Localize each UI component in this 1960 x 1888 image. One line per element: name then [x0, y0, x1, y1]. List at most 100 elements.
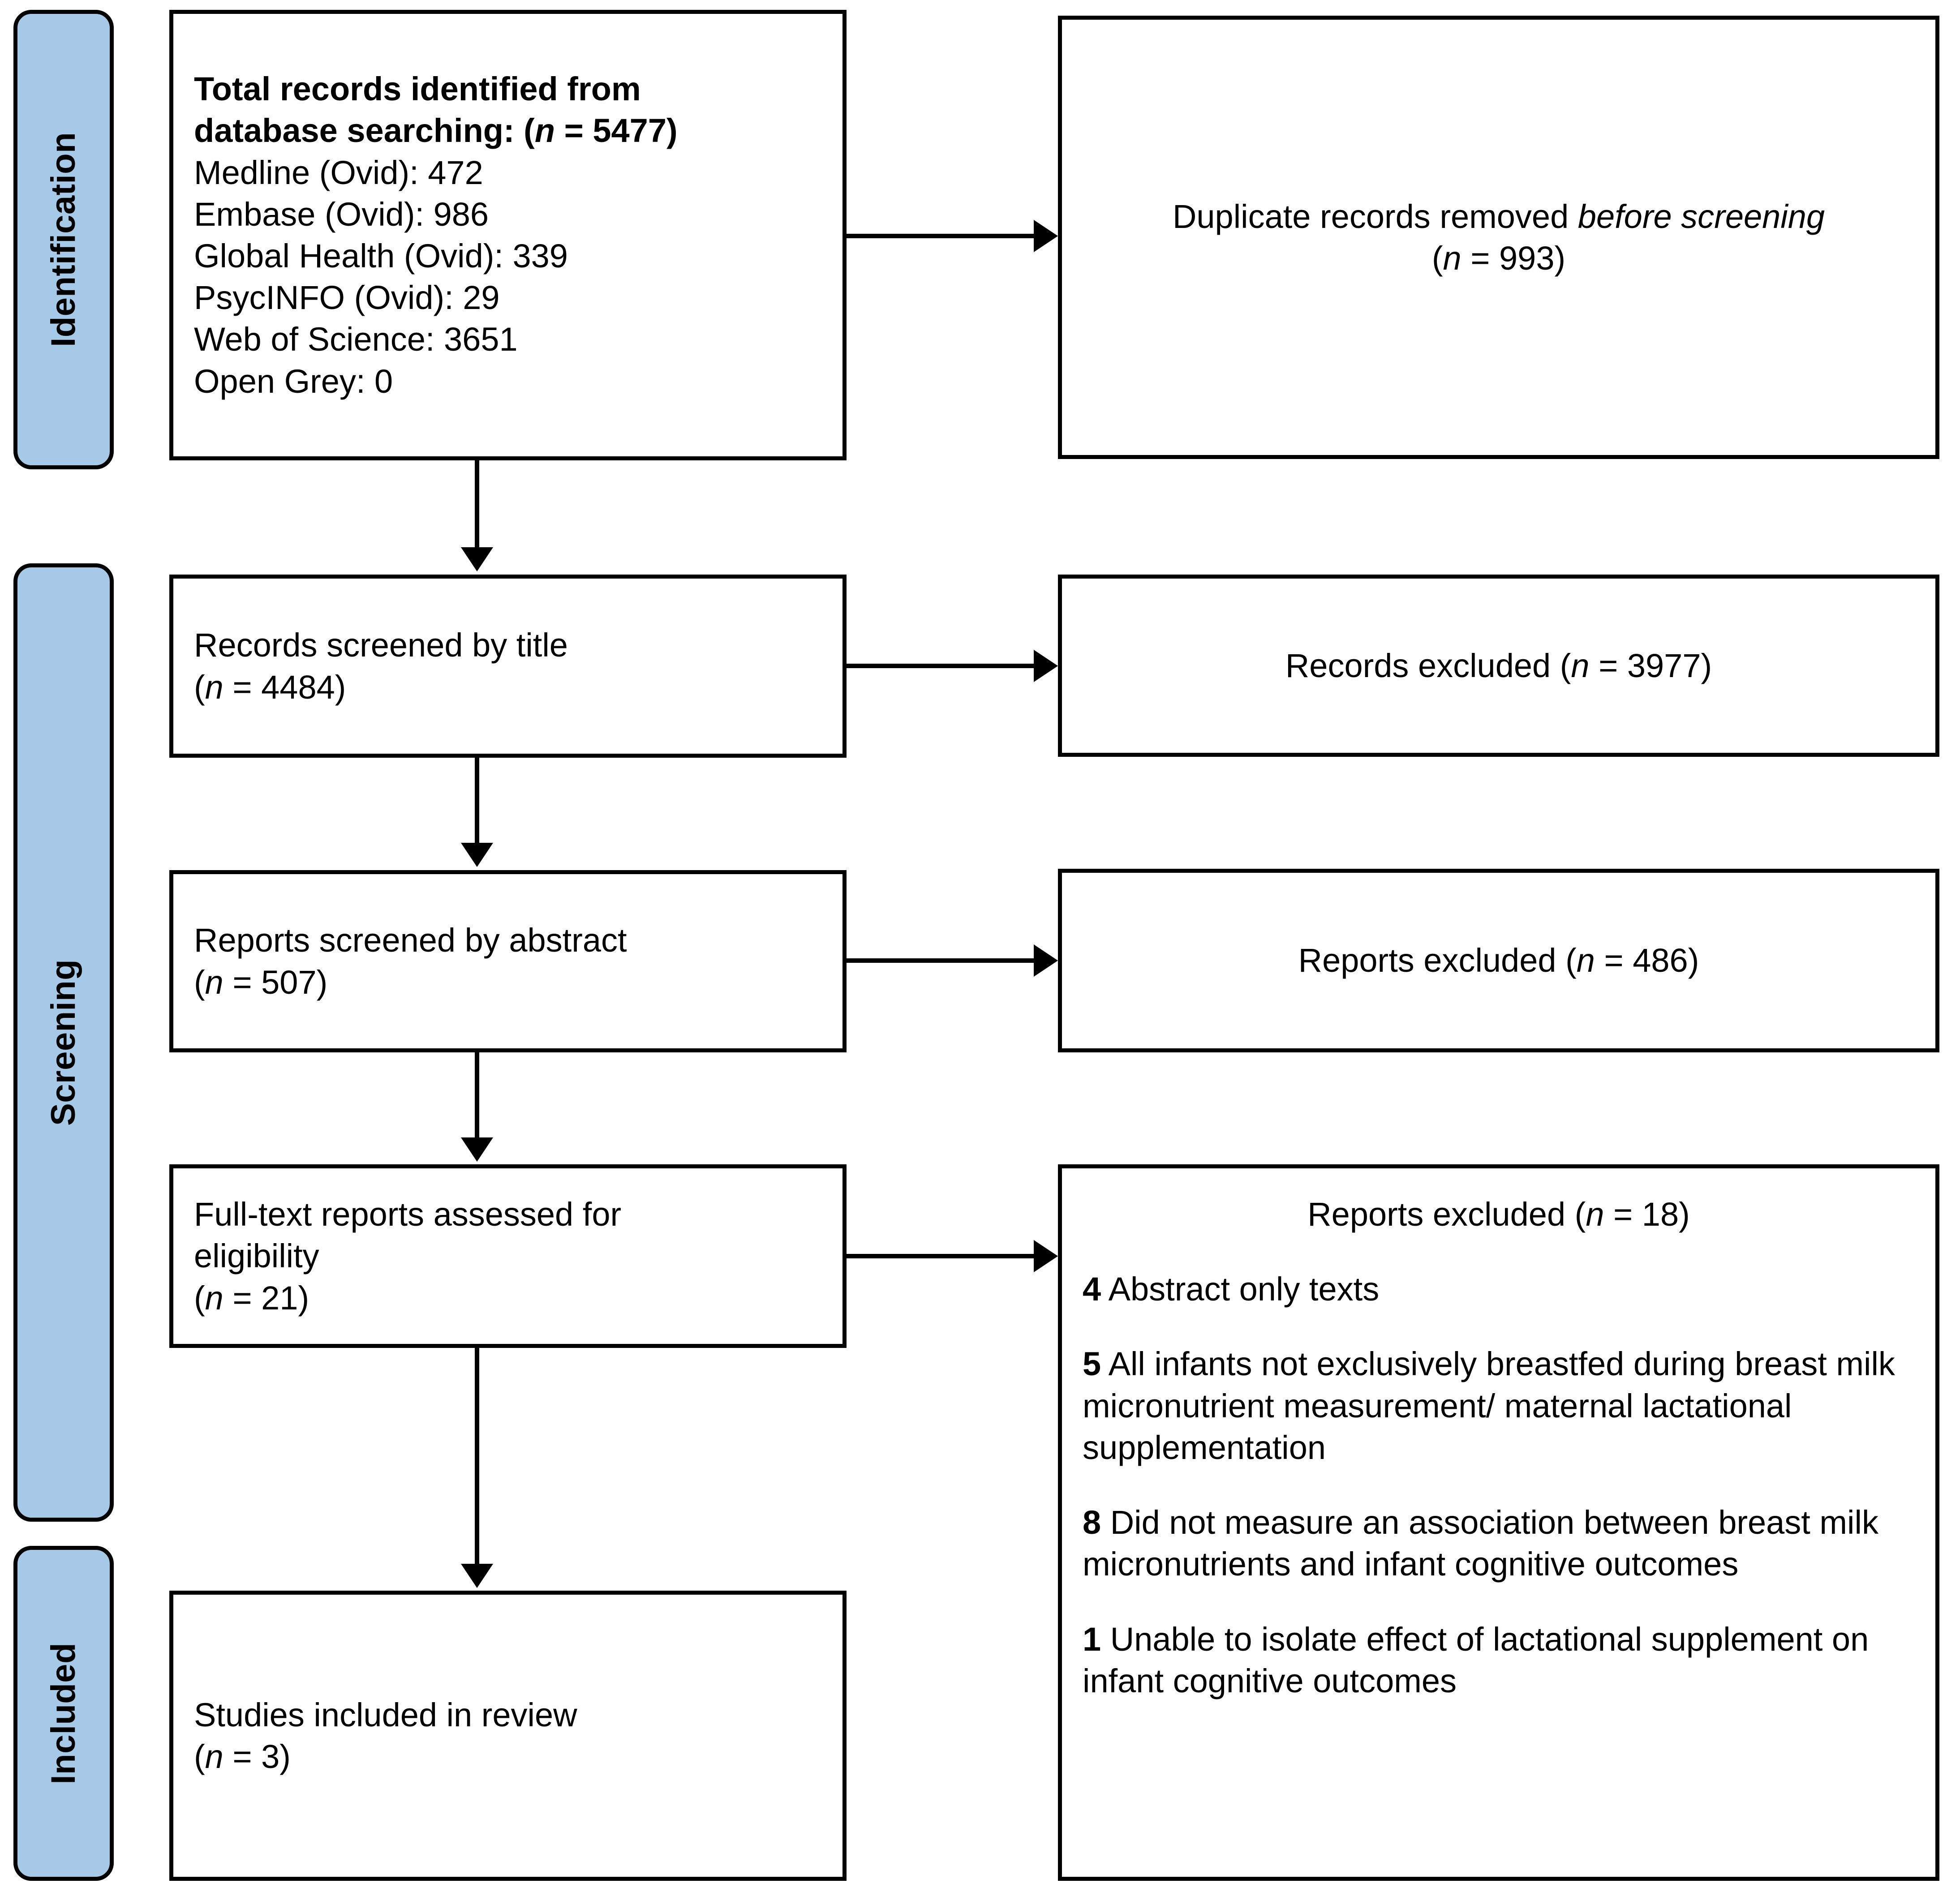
records-identified-title-prefix: database searching: ( — [194, 112, 535, 150]
source-line-psycinfo: PsycINFO (Ovid): 29 — [194, 279, 500, 317]
connector-screened-title-to-records-excluded — [847, 664, 1035, 668]
arrowhead-identified-to-screened-title — [461, 547, 493, 571]
reports-screened-abstract-count-suffix: = 507) — [223, 963, 328, 1001]
fulltext-assessed-line1: Full-text reports assessed for — [194, 1196, 622, 1233]
records-identified-title-line2: database searching: (n = 5477) — [194, 110, 822, 151]
studies-included-count-suffix: = 3) — [223, 1738, 291, 1775]
arrowhead-fulltext-to-studies-included — [461, 1564, 493, 1588]
box-reports-screened-abstract-content: Reports screened by abstract (n = 507) — [173, 919, 842, 1003]
box-records-excluded-content: Records excluded (n = 3977) — [1062, 645, 1935, 687]
source-line-web-of-science: Web of Science: 3651 — [194, 321, 518, 358]
reports-excluded-abstract-text: Reports excluded (n = 486) — [1083, 940, 1915, 981]
source-line-embase: Embase (Ovid): 986 — [194, 195, 489, 233]
fulltext-assessed-line2: eligibility — [194, 1237, 319, 1275]
arrowhead-screened-title-to-screened-abstract — [461, 843, 493, 867]
duplicates-removed-n-symbol: n — [1443, 240, 1461, 277]
connector-screened-abstract-to-fulltext — [475, 1052, 479, 1140]
box-reports-screened-abstract: Reports screened by abstract (n = 507) — [169, 870, 847, 1052]
duplicates-removed-count: (n = 993) — [1083, 237, 1915, 279]
exclusion-reason-item: 5 All infants not exclusively breastfed … — [1083, 1343, 1915, 1468]
box-studies-included-content: Studies included in review (n = 3) — [173, 1694, 842, 1777]
exclusion-reason-count: 1 — [1083, 1620, 1101, 1658]
stage-label-identification-text: Identification — [44, 132, 82, 347]
box-studies-included: Studies included in review (n = 3) — [169, 1591, 847, 1881]
records-screened-title-count-prefix: ( — [194, 668, 205, 706]
exclusion-reason-count: 5 — [1083, 1345, 1101, 1383]
source-line-open-grey: Open Grey: 0 — [194, 362, 393, 400]
exclusion-reason-item: 8 Did not measure an association between… — [1083, 1502, 1915, 1585]
fulltext-assessed-count-suffix: = 21) — [223, 1279, 309, 1317]
box-reports-excluded-fulltext: Reports excluded (n = 18) 4 Abstract onl… — [1058, 1164, 1939, 1881]
exclusion-reason-count: 8 — [1083, 1504, 1101, 1541]
box-records-identified: Total records identified from database s… — [169, 10, 847, 460]
duplicates-removed-line1: Duplicate records removed before screeni… — [1083, 196, 1915, 237]
records-excluded-text: Records excluded (n = 3977) — [1083, 645, 1915, 687]
studies-included-line1: Studies included in review — [194, 1696, 577, 1734]
records-screened-title-n-symbol: n — [205, 668, 224, 706]
records-excluded-prefix: Records excluded ( — [1285, 647, 1571, 684]
exclusion-reason-text: Abstract only texts — [1101, 1270, 1380, 1308]
records-excluded-suffix: = 3977) — [1589, 647, 1712, 684]
reports-excluded-fulltext-title-suffix: = 18) — [1604, 1196, 1690, 1233]
exclusion-reason-text: Unable to isolate effect of lactational … — [1083, 1620, 1869, 1699]
studies-included-count-prefix: ( — [194, 1738, 205, 1775]
reports-excluded-abstract-n-symbol: n — [1576, 942, 1595, 979]
box-records-excluded: Records excluded (n = 3977) — [1058, 575, 1939, 757]
arrowhead-screened-abstract-to-fulltext — [461, 1137, 493, 1162]
records-screened-title-count-suffix: = 4484) — [223, 668, 346, 706]
stage-label-screening: Screening — [13, 563, 114, 1522]
records-excluded-n-symbol: n — [1571, 647, 1590, 684]
duplicates-removed-text: Duplicate records removed — [1172, 197, 1578, 235]
box-duplicates-removed-content: Duplicate records removed before screeni… — [1062, 196, 1935, 279]
source-line-medline: Medline (Ovid): 472 — [194, 154, 483, 191]
studies-included-n-symbol: n — [205, 1738, 224, 1775]
reports-screened-abstract-count-prefix: ( — [194, 963, 205, 1001]
duplicates-removed-count-prefix: ( — [1431, 240, 1443, 277]
box-records-screened-title: Records screened by title (n = 4484) — [169, 575, 847, 758]
box-fulltext-assessed-content: Full-text reports assessed for eligibili… — [173, 1193, 842, 1319]
reports-excluded-fulltext-title-prefix: Reports excluded ( — [1307, 1196, 1586, 1233]
fulltext-assessed-n-symbol: n — [205, 1279, 224, 1317]
records-screened-title-line1: Records screened by title — [194, 626, 568, 664]
duplicates-removed-emphasis: before screening — [1577, 197, 1825, 235]
reports-excluded-fulltext-title: Reports excluded (n = 18) — [1083, 1193, 1915, 1235]
box-reports-excluded-abstract-content: Reports excluded (n = 486) — [1062, 940, 1935, 981]
box-fulltext-assessed: Full-text reports assessed for eligibili… — [169, 1164, 847, 1348]
exclusion-reason-item: 4 Abstract only texts — [1083, 1268, 1915, 1310]
reports-screened-abstract-n-symbol: n — [205, 963, 224, 1001]
connector-fulltext-to-reports-excluded-reasons — [847, 1254, 1035, 1258]
stage-label-identification: Identification — [13, 10, 114, 469]
fulltext-assessed-count: (n = 21) — [194, 1277, 822, 1319]
reports-excluded-abstract-suffix: = 486) — [1595, 942, 1699, 979]
duplicates-removed-count-suffix: = 993) — [1461, 240, 1566, 277]
connector-fulltext-to-studies-included — [475, 1348, 479, 1566]
reports-screened-abstract-count: (n = 507) — [194, 961, 822, 1003]
records-identified-n-symbol: n — [534, 112, 555, 150]
stage-label-screening-text: Screening — [44, 959, 82, 1126]
stage-label-included: Included — [13, 1546, 114, 1881]
stage-label-included-text: Included — [44, 1642, 82, 1785]
studies-included-count: (n = 3) — [194, 1736, 822, 1777]
exclusion-reason-count: 4 — [1083, 1270, 1101, 1308]
arrowhead-fulltext-to-reports-excluded-reasons — [1034, 1240, 1058, 1272]
box-reports-excluded-fulltext-content: Reports excluded (n = 18) 4 Abstract onl… — [1062, 1168, 1935, 1702]
arrowhead-screened-abstract-to-reports-excluded — [1034, 944, 1058, 977]
box-records-identified-content: Total records identified from database s… — [173, 68, 842, 402]
source-line-global-health: Global Health (Ovid): 339 — [194, 237, 568, 275]
connector-identified-to-duplicates — [847, 234, 1035, 238]
exclusion-reason-text: Did not measure an association between b… — [1083, 1504, 1878, 1583]
records-screened-title-count: (n = 4484) — [194, 666, 822, 708]
arrowhead-screened-title-to-records-excluded — [1034, 650, 1058, 682]
records-identified-title-suffix: = 5477) — [555, 112, 678, 150]
reports-excluded-fulltext-n-symbol: n — [1586, 1196, 1604, 1233]
connector-screened-abstract-to-reports-excluded — [847, 958, 1035, 963]
box-reports-excluded-abstract: Reports excluded (n = 486) — [1058, 869, 1939, 1052]
reports-excluded-abstract-prefix: Reports excluded ( — [1298, 942, 1577, 979]
fulltext-assessed-count-prefix: ( — [194, 1279, 205, 1317]
reports-screened-abstract-line1: Reports screened by abstract — [194, 922, 627, 959]
records-identified-title-line1: Total records identified from — [194, 70, 641, 108]
box-records-screened-title-content: Records screened by title (n = 4484) — [173, 624, 842, 708]
connector-identified-to-screened-title — [475, 460, 479, 550]
arrowhead-identified-to-duplicates — [1034, 220, 1058, 252]
